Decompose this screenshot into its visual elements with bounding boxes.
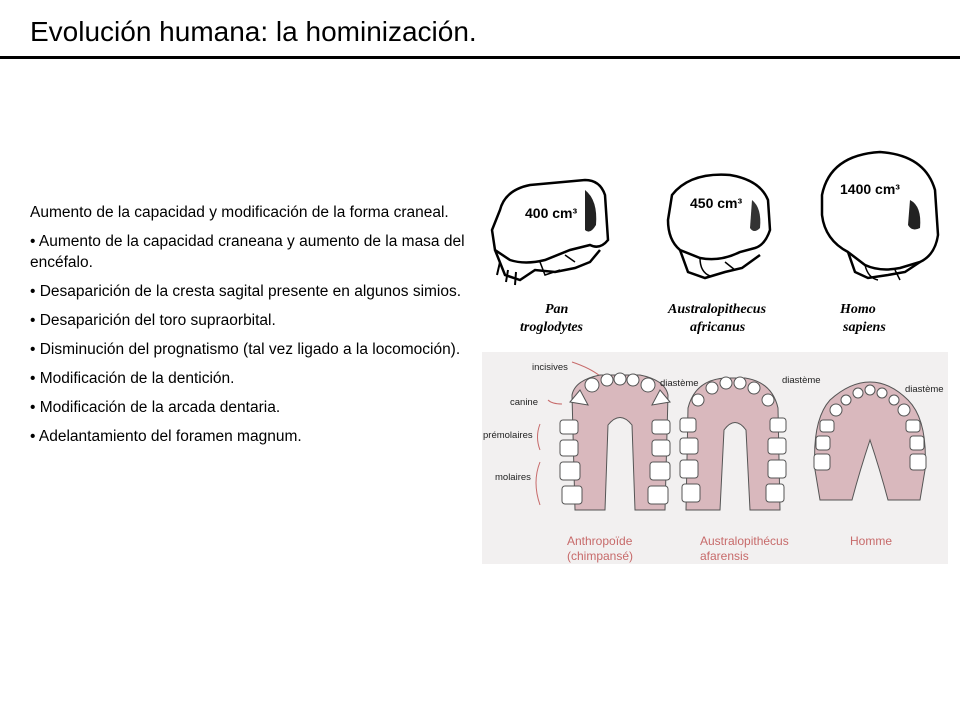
skull-pan-figure: 400 cm³ Pan troglodytes bbox=[490, 178, 610, 335]
diastema-label-chimp: diastème bbox=[660, 378, 699, 389]
skull-pan-name1: Pan bbox=[545, 302, 569, 317]
skull-australopithecus-figure: 450 cm³ Australopithecus africanus bbox=[666, 173, 772, 335]
caption-anthropoid-line2: (chimpansé) bbox=[567, 549, 633, 563]
label-brackets bbox=[535, 361, 601, 506]
label-molaires: molaires bbox=[495, 472, 531, 483]
bullet-item: • Desaparición de la cresta sagital pres… bbox=[30, 283, 462, 300]
bullet-item: • Aumento de la capacidad craneana y aum… bbox=[30, 233, 465, 271]
caption-homme: Homme bbox=[850, 534, 892, 548]
label-incisives: incisives bbox=[532, 362, 568, 373]
label-premolaires: prémolaires bbox=[483, 430, 533, 441]
skull-australopithecus-volume: 450 cm³ bbox=[690, 195, 742, 211]
skull-homo-name2: sapiens bbox=[842, 320, 886, 335]
diastema-label-homme: diastème bbox=[905, 384, 944, 395]
skull-homo-figure: 1400 cm³ Homo sapiens bbox=[820, 150, 940, 335]
caption-anthropoid-line1: Anthropoïde bbox=[567, 534, 633, 548]
page-title: Evolución humana: la hominización. bbox=[30, 16, 477, 47]
chimp-teeth bbox=[559, 372, 671, 505]
skull-pan-volume: 400 cm³ bbox=[525, 205, 577, 221]
dentition-background bbox=[482, 352, 948, 564]
dentition-figure: incisives canine prémolaires molaires di… bbox=[482, 352, 948, 564]
skull-homo-volume: 1400 cm³ bbox=[840, 181, 900, 197]
bullet-item: • Modificación de la arcada dentaria. bbox=[30, 399, 281, 416]
skull-homo-name1: Homo bbox=[839, 302, 876, 317]
title-divider bbox=[0, 56, 960, 59]
caption-australo-line1: Australopithécus bbox=[700, 534, 789, 548]
diastema-label-australopithecus: diastème bbox=[782, 375, 821, 386]
human-palate bbox=[814, 381, 926, 501]
human-teeth bbox=[813, 384, 927, 471]
bullet-item: • Desaparición del toro supraorbital. bbox=[30, 312, 276, 329]
bullet-item: • Disminución del prognatismo (tal vez l… bbox=[30, 341, 461, 358]
skull-australopithecus-name1: Australopithecus bbox=[667, 302, 767, 317]
intro-paragraph: Aumento de la capacidad y modificación d… bbox=[30, 204, 449, 221]
bullet-item: • Adelantamiento del foramen magnum. bbox=[30, 428, 302, 445]
australopithecus-teeth bbox=[679, 376, 787, 503]
skull-pan-name2: troglodytes bbox=[520, 320, 584, 335]
body-text: Aumento de la capacidad y modificación d… bbox=[30, 202, 490, 455]
skull-australopithecus-name2: africanus bbox=[690, 320, 746, 335]
label-canine: canine bbox=[510, 397, 538, 408]
chimp-palate bbox=[571, 374, 669, 511]
caption-australo-line2: afarensis bbox=[700, 549, 749, 563]
bullet-item: • Modificación de la dentición. bbox=[30, 370, 235, 387]
australopithecus-palate bbox=[685, 377, 781, 511]
